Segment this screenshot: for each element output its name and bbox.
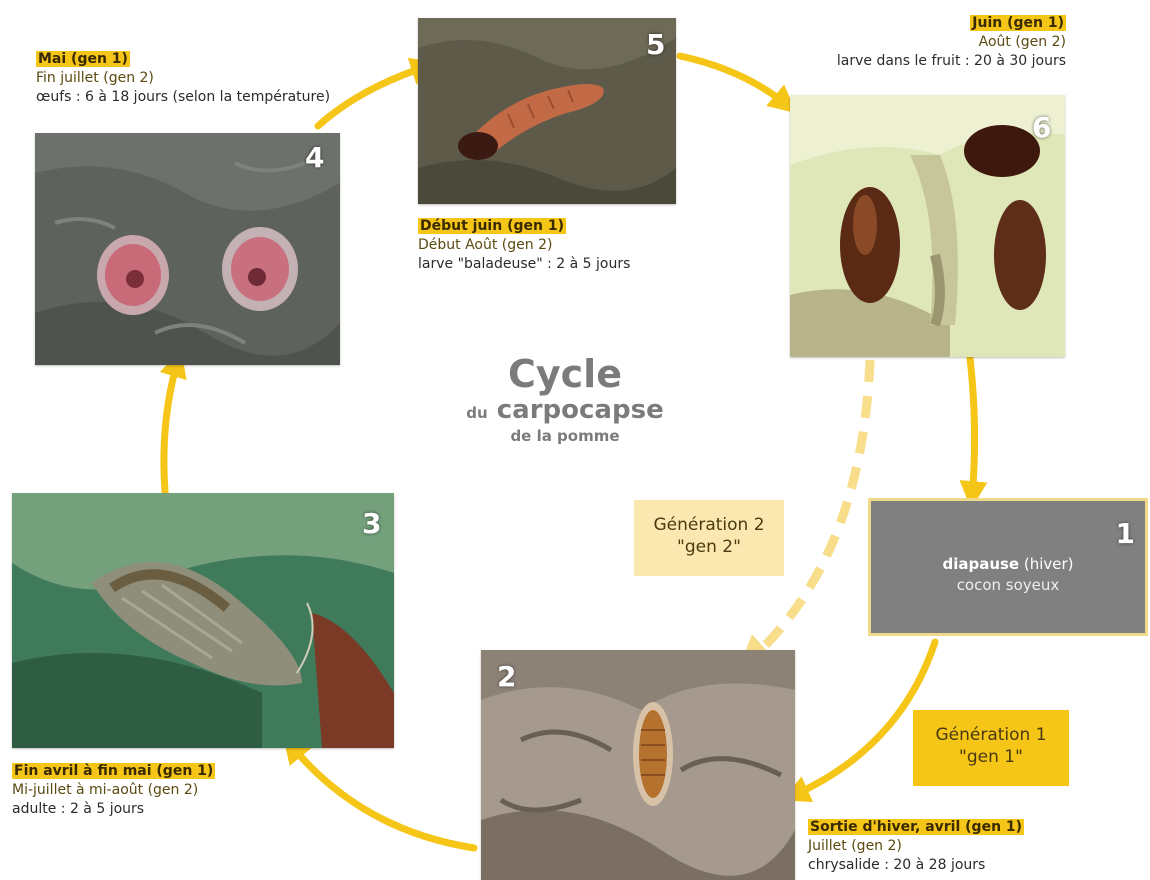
stage-number-1: 1 <box>1116 517 1135 550</box>
stage-3-date-gen2: Mi-juillet à mi-août (gen 2) <box>12 782 198 798</box>
title-sub-main: carpocapse <box>497 395 664 425</box>
stage-3-description: adulte : 2 à 5 jours <box>12 801 144 817</box>
arrow-2-to-3 <box>290 744 474 848</box>
arrow-6-to-1 <box>970 358 975 498</box>
stage-2-date-gen2: Juillet (gen 2) <box>808 838 902 854</box>
stage-2-description: chrysalide : 20 à 28 jours <box>808 857 985 873</box>
stage-5-description: larve "baladeuse" : 2 à 5 jours <box>418 256 630 272</box>
photo-chrysalis: 2 <box>481 650 795 880</box>
caption-stage-6: Juin (gen 1) Août (gen 2) larve dans le … <box>837 14 1066 71</box>
stage-6-date-gen2: Août (gen 2) <box>979 34 1066 50</box>
stage-number-3: 3 <box>362 507 381 540</box>
diapause-season: (hiver) <box>1019 555 1073 573</box>
caption-stage-4: Mai (gen 1) Fin juillet (gen 2) œufs : 6… <box>36 50 330 107</box>
stage-4-description-note: (selon la température) <box>168 89 330 105</box>
stage-number-2: 2 <box>497 660 516 693</box>
generation-2-line1: Génération 2 <box>634 514 784 536</box>
diapause-label: diapause <box>942 555 1019 573</box>
title-sub-prefix: du <box>466 404 487 422</box>
photo-eggs: 4 <box>35 133 340 365</box>
caption-stage-3: Fin avril à fin mai (gen 1) Mi-juillet à… <box>12 762 215 819</box>
diagram-title: Cycle du carpocapse de la pomme <box>430 352 700 445</box>
stage-5-date-gen2: Début Août (gen 2) <box>418 237 552 253</box>
stage-5-date-gen1: Début juin (gen 1) <box>418 218 566 234</box>
stage-number-5: 5 <box>646 28 665 61</box>
caption-stage-2: Sortie d'hiver, avril (gen 1) Juillet (g… <box>808 818 1024 875</box>
diapause-box: 1 diapause (hiver) cocon soyeux <box>868 498 1148 636</box>
stage-6-date-gen1: Juin (gen 1) <box>970 15 1066 31</box>
stage-4-description: œufs : 6 à 18 jours <box>36 89 168 105</box>
arrow-5-to-6 <box>680 56 788 106</box>
generation-2-line2: "gen 2" <box>634 536 784 558</box>
photo-wandering-larva: 5 <box>418 18 676 204</box>
stage-4-date-gen1: Mai (gen 1) <box>36 51 130 67</box>
stage-6-description: larve dans le fruit : 20 à 30 jours <box>837 53 1066 69</box>
stage-number-6: 6 <box>1032 111 1051 144</box>
stage-number-4: 4 <box>305 141 324 174</box>
generation-2-label: Génération 2 "gen 2" <box>634 500 784 576</box>
generation-1-line1: Génération 1 <box>913 724 1069 746</box>
title-tail: de la pomme <box>430 427 700 445</box>
diapause-cocoon: cocon soyeux <box>871 576 1145 594</box>
photo-larva-in-fruit: 6 <box>790 95 1065 357</box>
caption-stage-5: Début juin (gen 1) Début Août (gen 2) la… <box>418 217 630 274</box>
photo-adult-moth: 3 <box>12 493 394 748</box>
stage-3-date-gen1: Fin avril à fin mai (gen 1) <box>12 763 215 779</box>
arrow-3-to-4 <box>164 360 178 492</box>
stage-4-date-gen2: Fin juillet (gen 2) <box>36 70 154 86</box>
arrow-4-to-5 <box>318 66 428 126</box>
stage-2-date-gen1: Sortie d'hiver, avril (gen 1) <box>808 819 1024 835</box>
generation-1-line2: "gen 1" <box>913 746 1069 768</box>
title-main: Cycle <box>430 352 700 396</box>
generation-1-label: Génération 1 "gen 1" <box>913 710 1069 786</box>
